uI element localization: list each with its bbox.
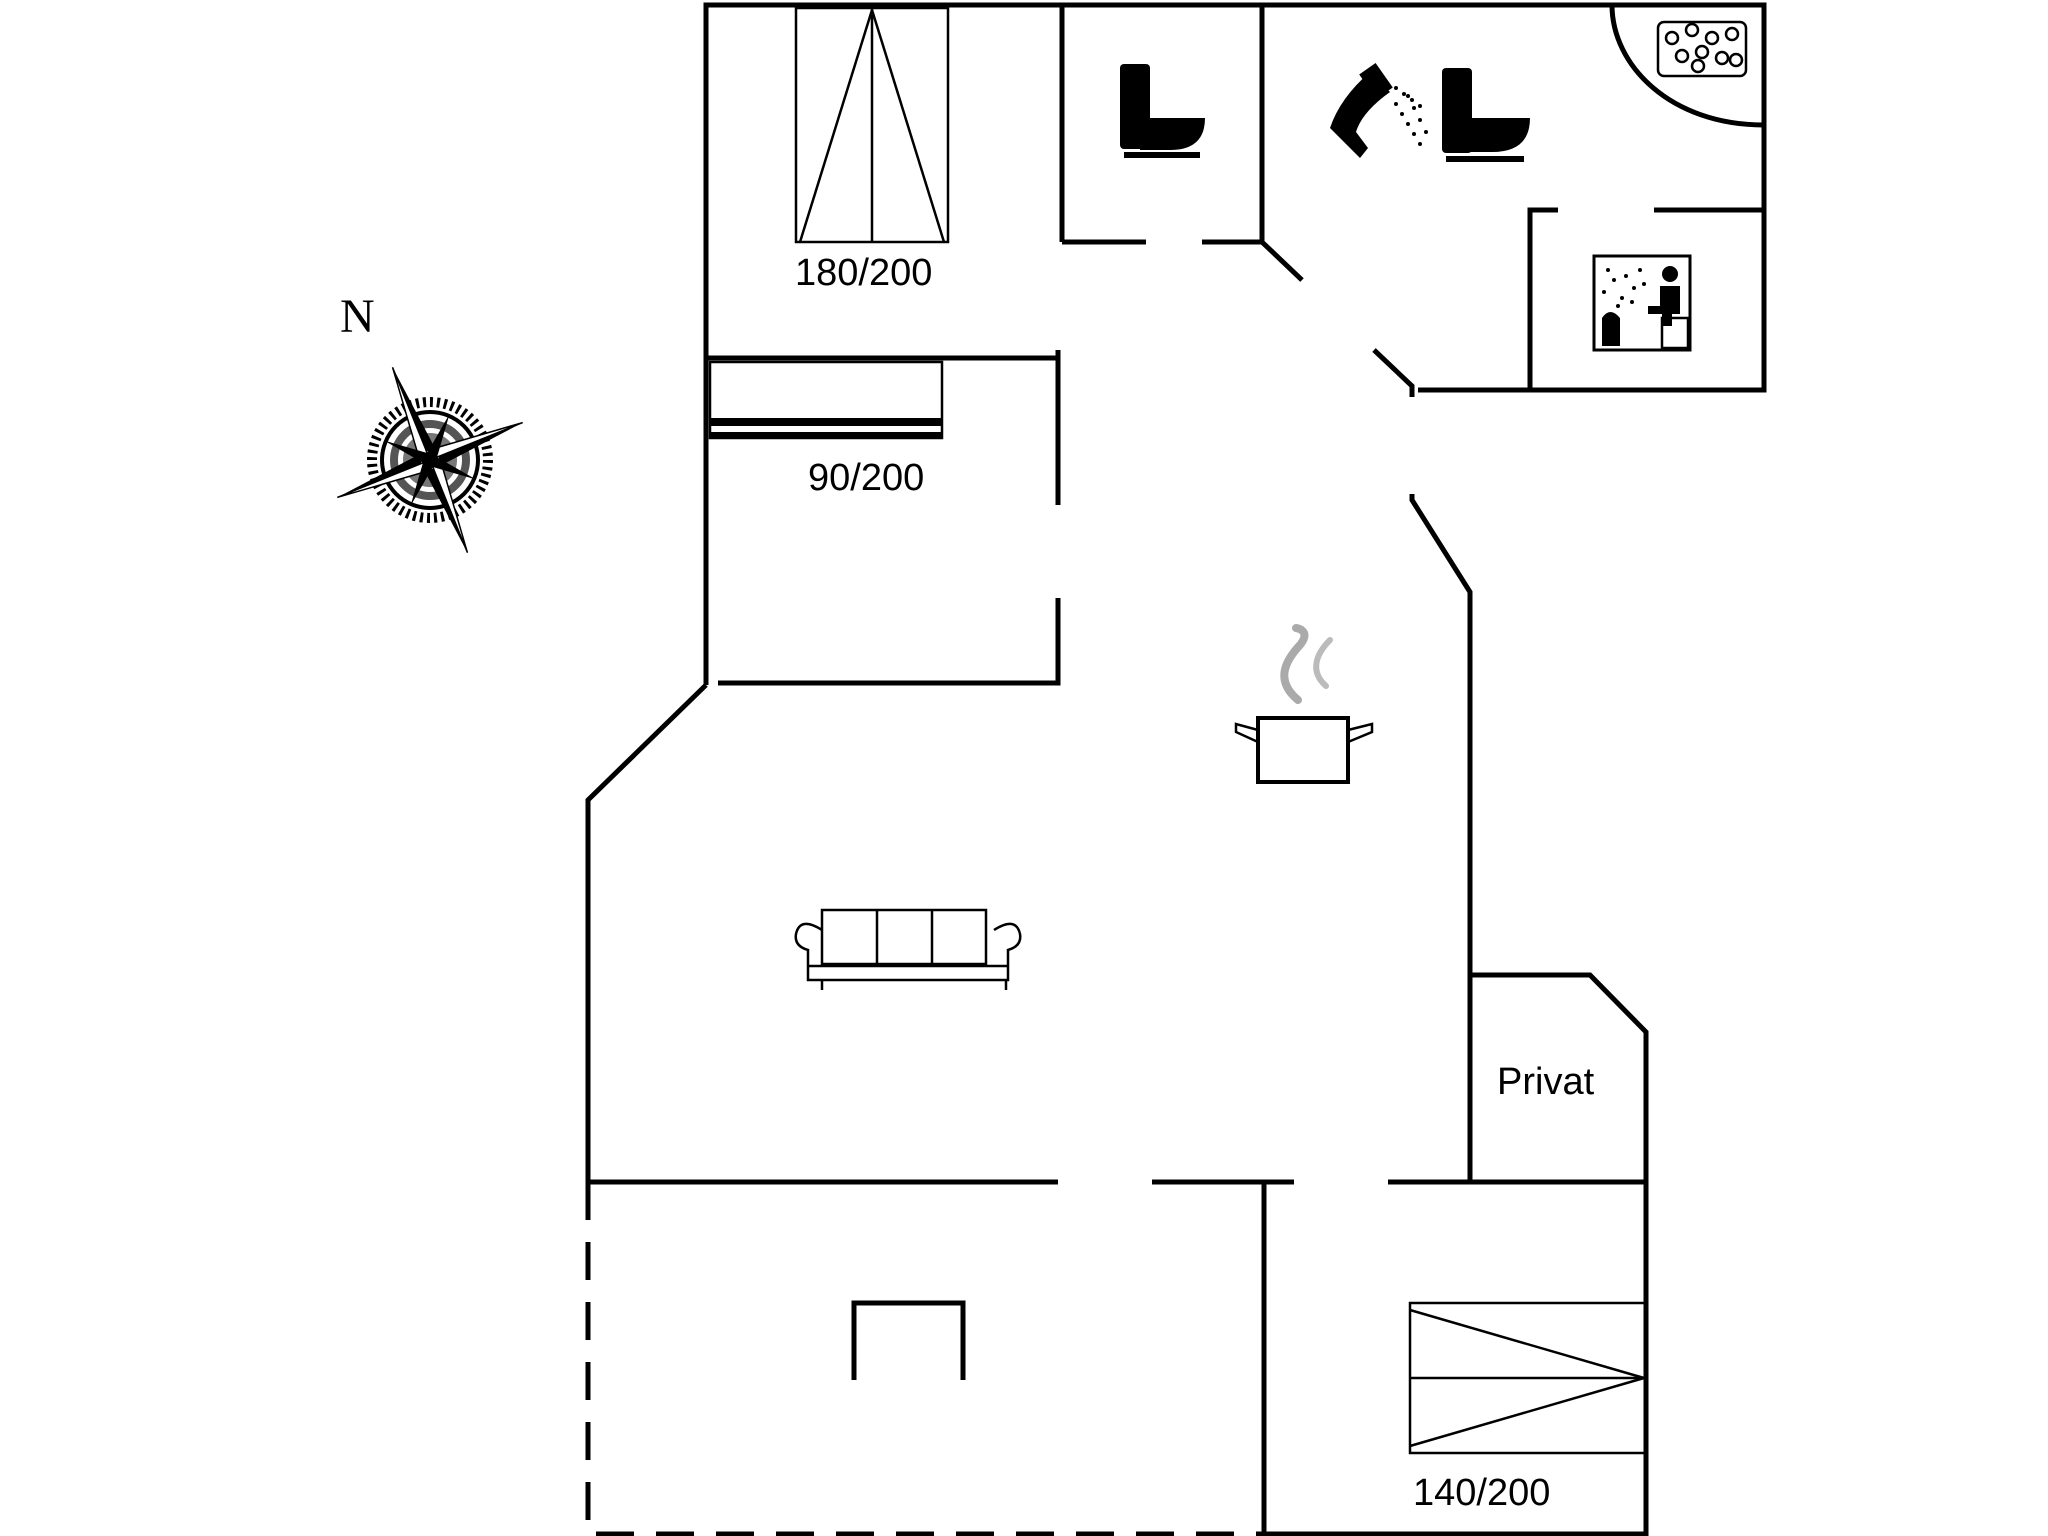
- sauna-icon: [1592, 254, 1692, 352]
- bed-size-label-2: 90/200: [808, 457, 924, 499]
- double-bed-140: [1408, 1301, 1648, 1455]
- north-label: N: [340, 290, 375, 343]
- walls: [585, 2, 1767, 1536]
- bed-size-label-1: 180/200: [795, 252, 932, 294]
- toilet-icon: [1442, 68, 1530, 162]
- compass-rose-icon: [337, 367, 523, 553]
- shower-icon: [1330, 62, 1428, 158]
- bed-size-label-3: 140/200: [1413, 1472, 1550, 1514]
- sofa-icon: [794, 908, 1022, 990]
- cooking-pot-icon: [1234, 624, 1374, 784]
- single-bed-90: [708, 360, 944, 440]
- toilet-icon: [1120, 64, 1205, 158]
- double-bed-180: [794, 6, 950, 244]
- whirlpool-icon: [1656, 20, 1748, 78]
- private-room-label: Privat: [1497, 1061, 1595, 1103]
